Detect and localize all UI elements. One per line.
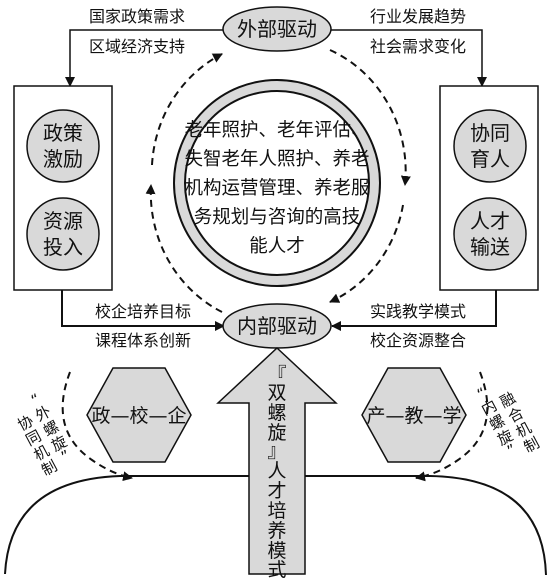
- top-left-arrow: [65, 29, 224, 87]
- center-text-line-2: 失智老年人照护、养老: [184, 149, 369, 170]
- outer-helix-mechanism-char-1: 协: [15, 412, 37, 435]
- right-box-item-1-line-2: 育人: [470, 147, 510, 171]
- left-box-item-2-line-2: 投入: [43, 235, 83, 259]
- hexagon-right: [361, 367, 467, 463]
- left-box-item-1-line-1: 政策: [43, 121, 83, 145]
- inner-helix-mechanism-char-2: 合: [505, 404, 527, 427]
- model-arrow-char-10: 模: [267, 540, 286, 562]
- hexagon-left-label: 政—校—企: [91, 405, 186, 427]
- outer-helix-mechanism-char-4: 制: [39, 457, 61, 480]
- right-box-item-2-line-1: 人才: [470, 209, 510, 233]
- outer-helix-quote-close: ”: [58, 446, 73, 466]
- dashed-arrow-upper-left: [151, 53, 223, 166]
- outer-helix-term-char-3: 旋: [48, 432, 70, 455]
- model-arrow-char-9: 养: [267, 520, 286, 542]
- inner-helix-term-char-3: 旋: [494, 426, 516, 449]
- top-right-arrow: [330, 29, 487, 87]
- center-text-line-4: 务规划与咨询的高技: [194, 207, 361, 228]
- center-text-line-1: 老年照护、老年评估、: [184, 120, 369, 141]
- left-box-circle-2: [26, 197, 100, 271]
- bottom-right-arrow: [331, 290, 497, 331]
- model-arrow-char-2: 双: [267, 382, 286, 404]
- internal-drive-title: 内部驱动: [237, 314, 317, 338]
- inner-helix-term-char-2: 螺: [486, 411, 508, 434]
- outer-helix-mechanism-char-3: 机: [31, 442, 53, 465]
- external-right-reason-1: 行业发展趋势: [370, 7, 466, 26]
- left-box-circle-1: [26, 109, 100, 183]
- model-arrow-char-3: 螺: [267, 402, 286, 424]
- inner-helix-dashed-arrow: [415, 371, 489, 482]
- external-right-reason-2: 社会需求变化: [370, 37, 466, 56]
- dashed-arrow-lower-right: [329, 204, 404, 303]
- model-arrow-char-4: 旋: [267, 422, 286, 444]
- hexagon-left: [86, 367, 192, 463]
- model-arrow-char-6: 人: [267, 460, 286, 482]
- model-arrow-char-7: 才: [267, 480, 286, 502]
- outer-helix-term-char-1: 外: [32, 402, 54, 425]
- internal-left-reason-2: 课程体系创新: [95, 331, 191, 350]
- outer-helix-mechanism-char-2: 同: [23, 427, 45, 450]
- internal-left-reason-1: 校企培养目标: [95, 302, 191, 321]
- left-box-item-1-line-2: 激励: [43, 147, 83, 171]
- model-arrow-char-8: 培: [267, 500, 286, 522]
- center-text-line-3: 机构运营管理、养老服: [184, 178, 369, 199]
- external-left-reason-2: 区域经济支持: [89, 37, 185, 56]
- model-arrow-char-11: 式: [267, 559, 286, 579]
- left-box-item-2-line-1: 资源: [43, 209, 83, 233]
- hexagon-right-label: 产—教—学: [366, 405, 461, 427]
- inner-helix-mechanism-char-1: 融: [497, 389, 519, 412]
- model-arrow: [216, 346, 338, 575]
- external-drive-title: 外部驱动: [237, 17, 317, 41]
- inner-helix-quote-close: ”: [504, 440, 519, 460]
- right-box-circle-1: [453, 109, 527, 183]
- model-arrow-char-5: 』: [267, 440, 286, 462]
- bottom-left-arrow: [61, 290, 225, 331]
- center-inner-circle: [184, 90, 370, 276]
- right-box-item-2-line-2: 输送: [470, 235, 510, 259]
- inner-helix-label: “ 内 螺 旋 ” 融 合 机 制: [474, 384, 543, 460]
- inner-helix-mechanism-char-4: 制: [521, 434, 543, 457]
- internal-right-reason-1: 实践教学模式: [370, 302, 466, 321]
- center-text-line-5: 能人才: [249, 236, 305, 257]
- outer-helix-dashed-arrow: [61, 371, 133, 482]
- dashed-arrow-lower-left: [145, 184, 223, 313]
- external-left-reason-1: 国家政策需求: [89, 7, 185, 26]
- outer-helix-term-char-2: 螺: [40, 417, 62, 440]
- inner-helix-mechanism-char-3: 机: [513, 419, 535, 442]
- inner-helix-term-char-1: 内: [478, 396, 500, 419]
- right-box-item-1-line-1: 协同: [470, 121, 510, 145]
- internal-right-reason-2: 校企资源整合: [370, 331, 466, 350]
- external-drive-node: [222, 6, 332, 52]
- right-box-circle-2: [453, 197, 527, 271]
- model-arrow-char-1: 『: [267, 364, 286, 386]
